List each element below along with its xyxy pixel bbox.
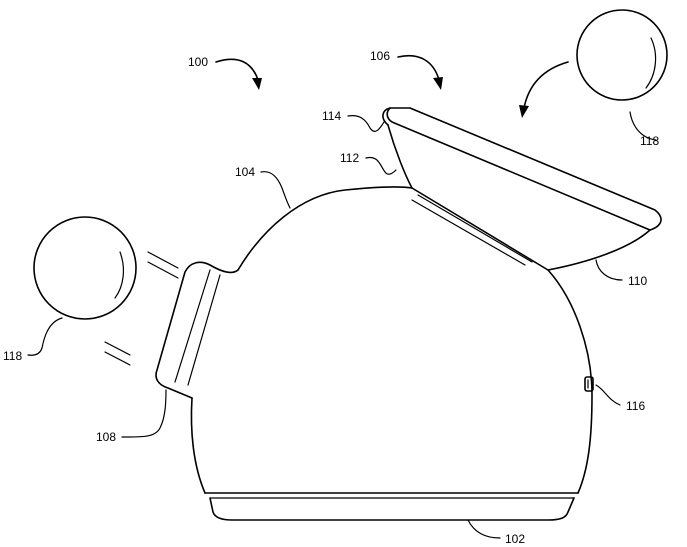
button-116 — [584, 376, 594, 392]
kettle-base — [209, 497, 575, 521]
top-funnel — [382, 107, 662, 271]
label-116: 116 — [626, 399, 645, 413]
arrow-118-top — [519, 61, 569, 118]
arrow-106 — [397, 55, 443, 90]
label-110: 110 — [628, 274, 647, 288]
label-118-left: 118 — [3, 349, 22, 363]
leader-lines — [27, 111, 657, 539]
label-118-right: 118 — [640, 134, 659, 148]
label-104: 104 — [235, 165, 255, 179]
kettle-body — [190, 186, 593, 499]
arrow-100 — [215, 58, 262, 90]
ball-right — [576, 9, 668, 101]
labels: 100 106 114 112 104 118 110 116 118 108 … — [3, 49, 659, 546]
label-108: 108 — [96, 430, 116, 444]
ball-left — [33, 216, 179, 366]
label-114: 114 — [322, 109, 341, 123]
label-112: 112 — [340, 151, 359, 165]
label-100: 100 — [188, 55, 208, 69]
label-102: 102 — [505, 532, 525, 546]
side-lid — [155, 261, 239, 399]
label-106: 106 — [370, 49, 390, 63]
